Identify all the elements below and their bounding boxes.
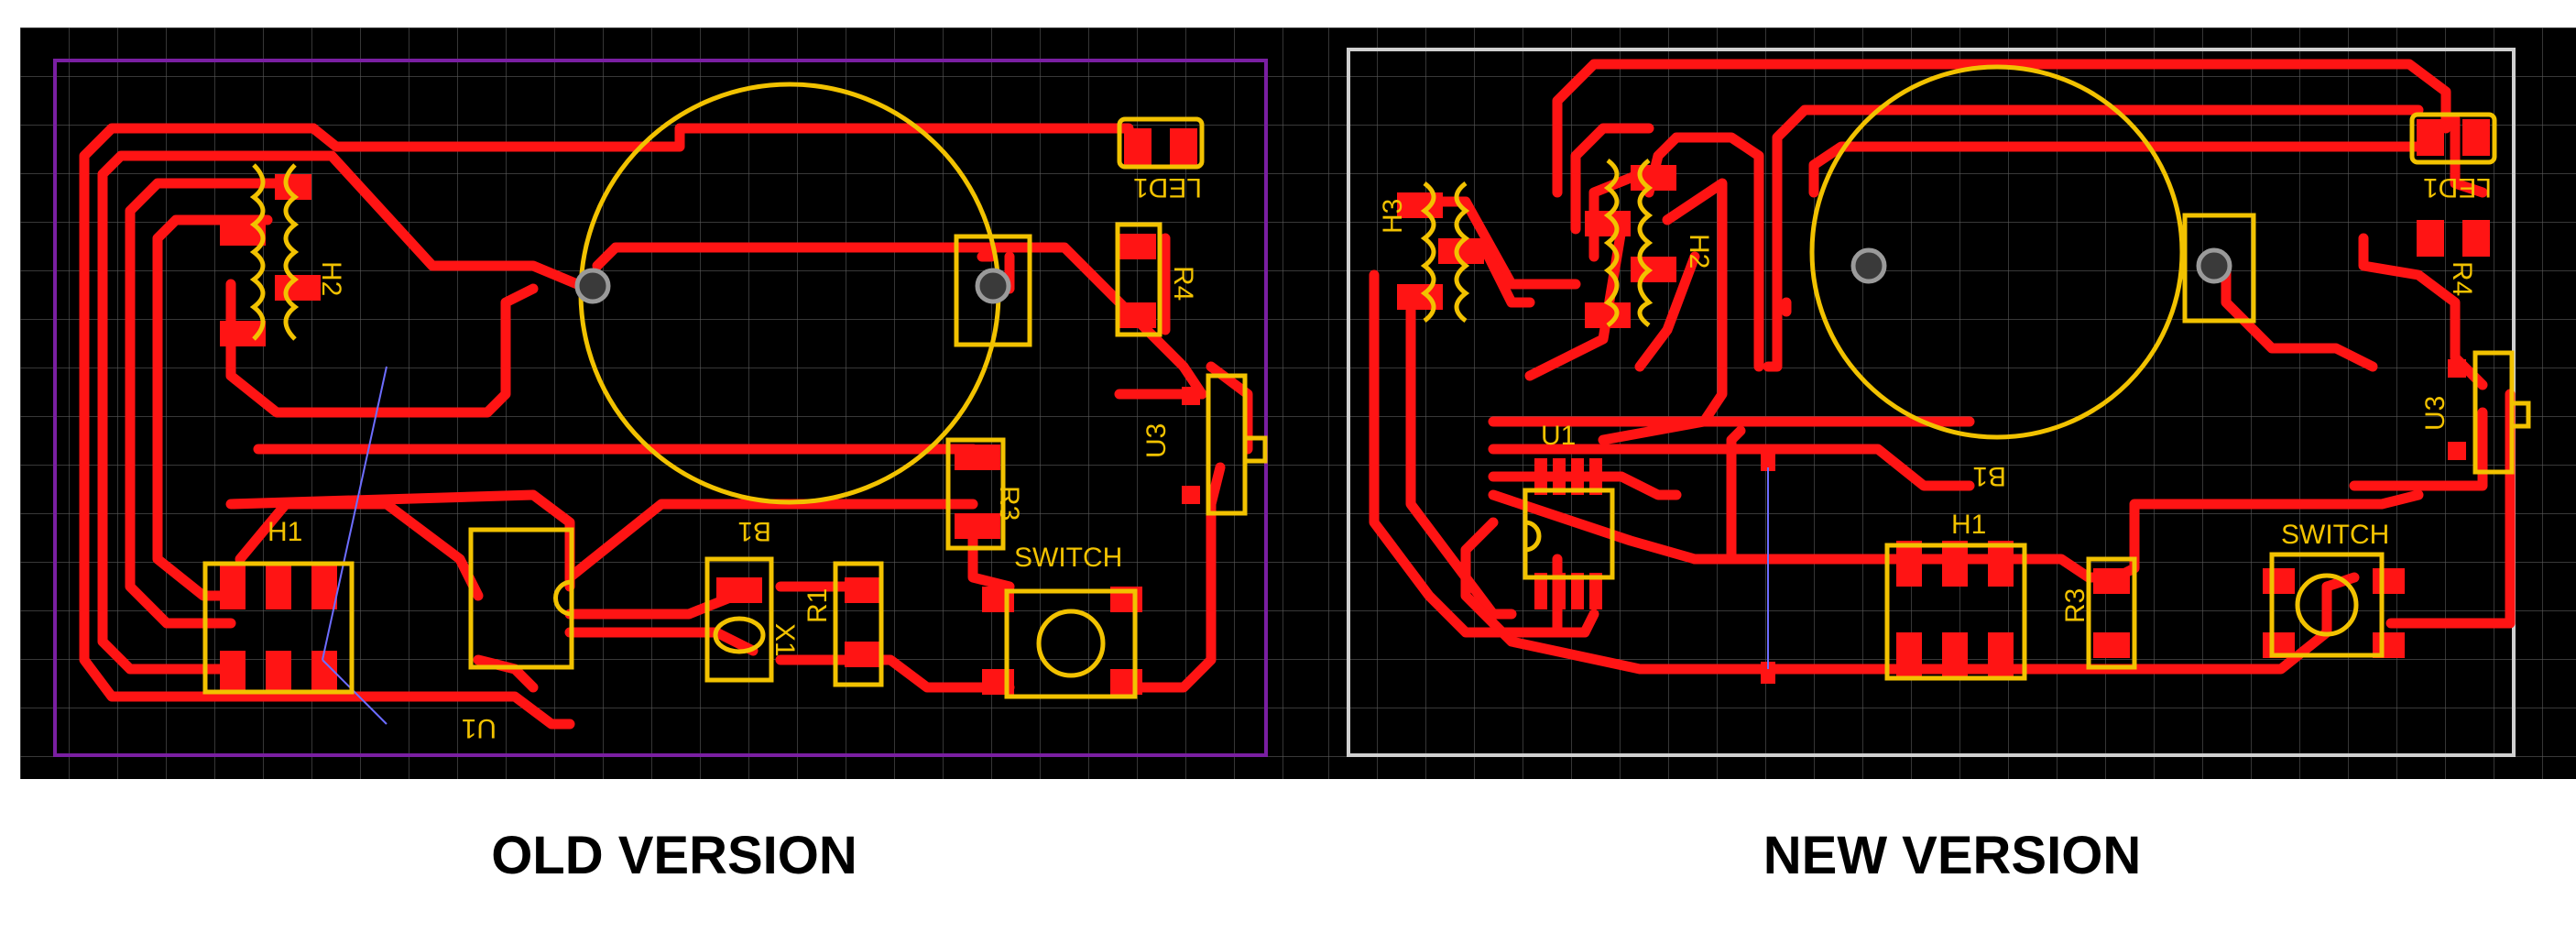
new-pcb-panel: H1 H2 H3 U1 U3 B1 R3 R4 LED1 SWITCH bbox=[1328, 27, 2576, 779]
new-label-switch: SWITCH bbox=[2281, 520, 2389, 550]
new-pcb-svg: H1 H2 H3 U1 U3 B1 R3 R4 LED1 SWITCH bbox=[1328, 27, 2576, 779]
old-battery-pad-left bbox=[574, 268, 611, 304]
old-pcb-panel: H1 H2 U1 U3 B1 R1 R3 R4 X1 LED1 SWITCH bbox=[20, 27, 1328, 779]
new-battery-outline bbox=[1809, 64, 2185, 440]
old-board-outline bbox=[53, 59, 1268, 757]
new-label-b1: B1 bbox=[1972, 461, 2006, 491]
new-label-u1: U1 bbox=[1541, 421, 1576, 451]
old-label-r3: R3 bbox=[994, 486, 1024, 521]
old-label-switch: SWITCH bbox=[1014, 543, 1122, 573]
new-traces bbox=[1369, 59, 2516, 675]
new-label-h2: H2 bbox=[1684, 234, 1714, 269]
new-label-u3: U3 bbox=[2420, 396, 2450, 431]
old-silkscreen bbox=[202, 82, 1268, 699]
new-pads bbox=[1397, 119, 2490, 684]
new-battery-pad-right bbox=[2196, 247, 2232, 284]
old-label-r4: R4 bbox=[1168, 266, 1198, 301]
old-label-r1: R1 bbox=[802, 588, 833, 623]
old-ratsnest-line bbox=[322, 659, 387, 725]
new-label-led1: LED1 bbox=[2423, 172, 2492, 203]
old-pcb-svg: H1 H2 U1 U3 B1 R1 R3 R4 X1 LED1 SWITCH bbox=[20, 27, 1328, 779]
new-label-r3: R3 bbox=[2060, 588, 2090, 623]
old-label-led1: LED1 bbox=[1133, 172, 1202, 203]
old-label-h1: H1 bbox=[267, 517, 302, 547]
old-label-b1: B1 bbox=[737, 516, 771, 546]
old-ratsnest-line bbox=[322, 366, 387, 661]
old-battery-pad-right bbox=[975, 268, 1011, 304]
old-version-caption: OLD VERSION bbox=[491, 826, 857, 885]
new-version-caption: NEW VERSION bbox=[1763, 826, 2142, 885]
old-label-x1: X1 bbox=[770, 623, 800, 657]
new-label-r4: R4 bbox=[2447, 261, 2477, 296]
old-label-u3: U3 bbox=[1141, 423, 1172, 458]
new-label-h3: H3 bbox=[1378, 199, 1408, 234]
old-label-u1: U1 bbox=[462, 713, 497, 743]
old-label-h2: H2 bbox=[316, 261, 346, 296]
new-label-h1: H1 bbox=[1951, 510, 1986, 540]
new-battery-pad-left bbox=[1850, 247, 1887, 284]
new-silkscreen bbox=[1420, 64, 2531, 681]
